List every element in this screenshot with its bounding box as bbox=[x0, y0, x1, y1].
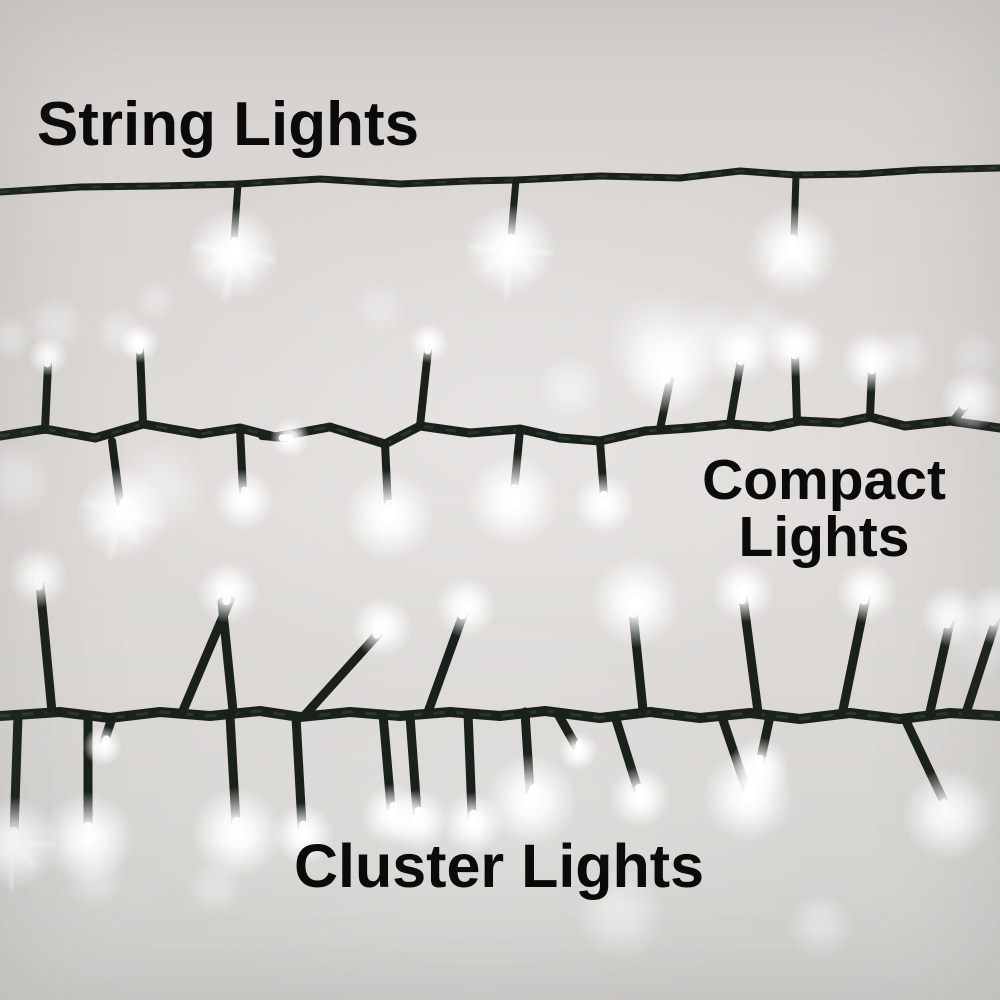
label-compact-line2: Lights bbox=[738, 505, 910, 569]
bulb-core bbox=[790, 341, 800, 351]
bulb-core bbox=[298, 829, 308, 839]
bulb-ray bbox=[222, 250, 236, 301]
label-string-lights: String Lights bbox=[36, 90, 420, 159]
bulb-core bbox=[503, 243, 517, 257]
bulb-ray bbox=[107, 510, 125, 560]
bulb-core bbox=[506, 493, 520, 507]
cluster-lights-row bbox=[0, 546, 1000, 892]
bulb-core bbox=[862, 587, 872, 597]
bulb-core bbox=[574, 747, 582, 755]
bulb-core bbox=[754, 763, 764, 773]
bulb-ray bbox=[503, 247, 513, 299]
bulb-core bbox=[524, 793, 538, 807]
bulb-core bbox=[425, 339, 433, 347]
bulb-core bbox=[135, 339, 143, 347]
bulb-core bbox=[223, 587, 233, 597]
bulb-core bbox=[99, 742, 107, 750]
bulb-core bbox=[635, 792, 645, 802]
bulb-core bbox=[44, 352, 52, 360]
bulb-core bbox=[286, 434, 294, 442]
bulb-core bbox=[946, 611, 956, 621]
bulb-core bbox=[33, 572, 43, 582]
bulb-core bbox=[6, 836, 20, 850]
bulb-core bbox=[377, 622, 387, 632]
bulb-core bbox=[942, 807, 956, 821]
bulb-core bbox=[737, 347, 747, 357]
bulb-core bbox=[461, 602, 471, 612]
bulb-core bbox=[468, 818, 478, 828]
bulb-core bbox=[992, 609, 1000, 619]
bulb-core bbox=[226, 246, 240, 260]
bulb-core bbox=[239, 495, 249, 505]
bulb-core bbox=[81, 831, 95, 845]
bulb-core bbox=[661, 361, 675, 375]
label-compact-line1: Compact bbox=[702, 448, 946, 512]
bulb-core bbox=[230, 826, 244, 840]
bulb-core bbox=[786, 244, 800, 258]
bulb-glow bbox=[966, 583, 1000, 645]
bulb-core bbox=[738, 586, 748, 596]
bulb-core bbox=[599, 499, 609, 509]
string-lights-row bbox=[0, 164, 1000, 301]
bulb-core bbox=[382, 509, 396, 523]
bulb-core bbox=[115, 506, 129, 520]
bulb-core bbox=[867, 356, 877, 366]
label-compact-lights: Compact Lights bbox=[702, 452, 946, 566]
compact-lights-row bbox=[0, 315, 1000, 562]
bulb-core bbox=[413, 815, 423, 825]
bulb-ray bbox=[8, 840, 16, 892]
bulb-core bbox=[966, 395, 976, 405]
bulb-core bbox=[629, 595, 643, 609]
label-cluster-lights: Cluster Lights bbox=[293, 832, 705, 900]
